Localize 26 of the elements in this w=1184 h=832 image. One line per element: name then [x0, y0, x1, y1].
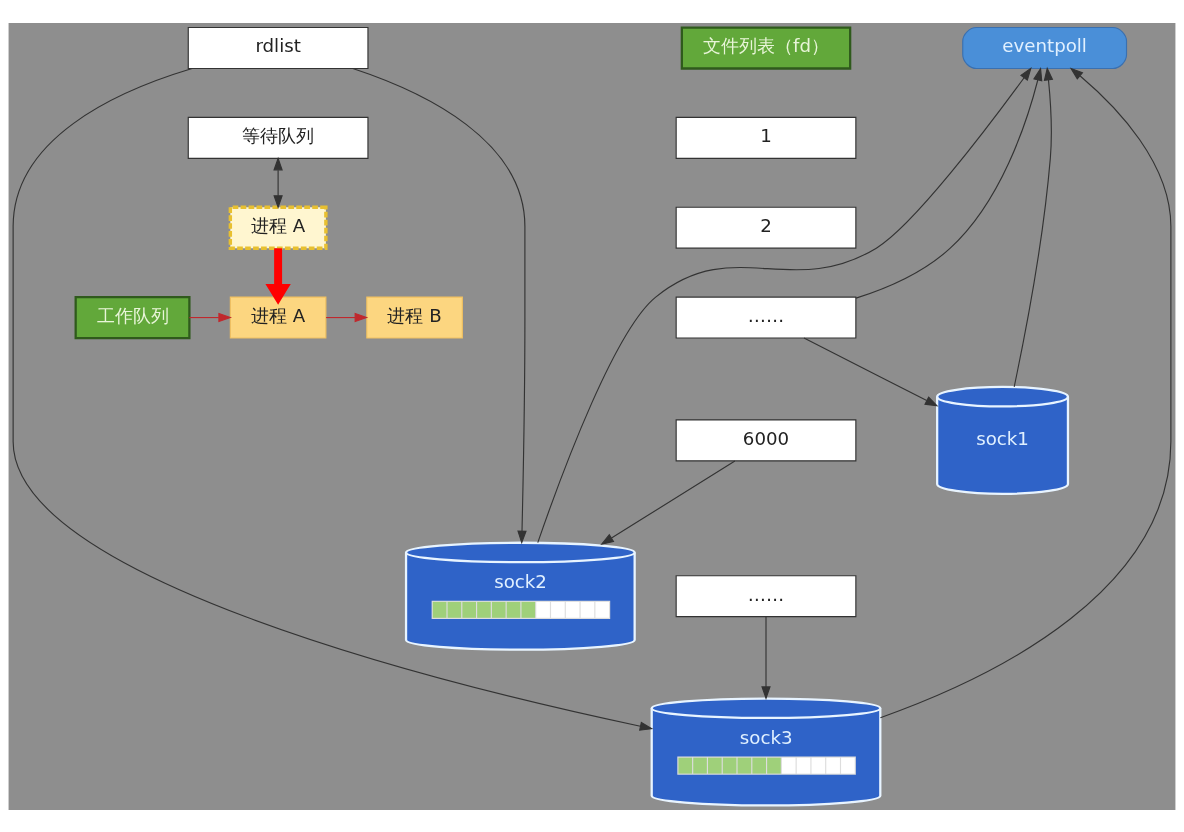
arrow [325, 312, 369, 322]
arrow [600, 459, 736, 545]
arrow [273, 156, 283, 209]
node-box: 进程 B [366, 296, 463, 339]
arrow [188, 312, 232, 322]
arrow [12, 67, 654, 731]
node-box: …… [675, 296, 857, 339]
arrow [761, 615, 771, 700]
node-box: 6000 [675, 418, 857, 461]
node-box: 工作队列 [74, 295, 191, 339]
arrow [855, 66, 1043, 299]
arrow [537, 66, 1032, 543]
arrow [1013, 66, 1054, 387]
arrow [265, 247, 291, 305]
arrow [352, 67, 527, 544]
node-box: 2 [675, 206, 857, 249]
node-box: eventpoll [962, 26, 1128, 69]
node-box: rdlist [187, 26, 369, 69]
node-box: …… [675, 574, 857, 617]
node-box: 进程 A [229, 296, 327, 339]
arrow [879, 66, 1172, 718]
node-box: 文件列表（fd） [680, 25, 852, 70]
node-box: 1 [675, 116, 857, 159]
node-box: 进程 A [228, 205, 328, 250]
node-box: 等待队列 [187, 116, 369, 159]
arrow [803, 337, 939, 407]
